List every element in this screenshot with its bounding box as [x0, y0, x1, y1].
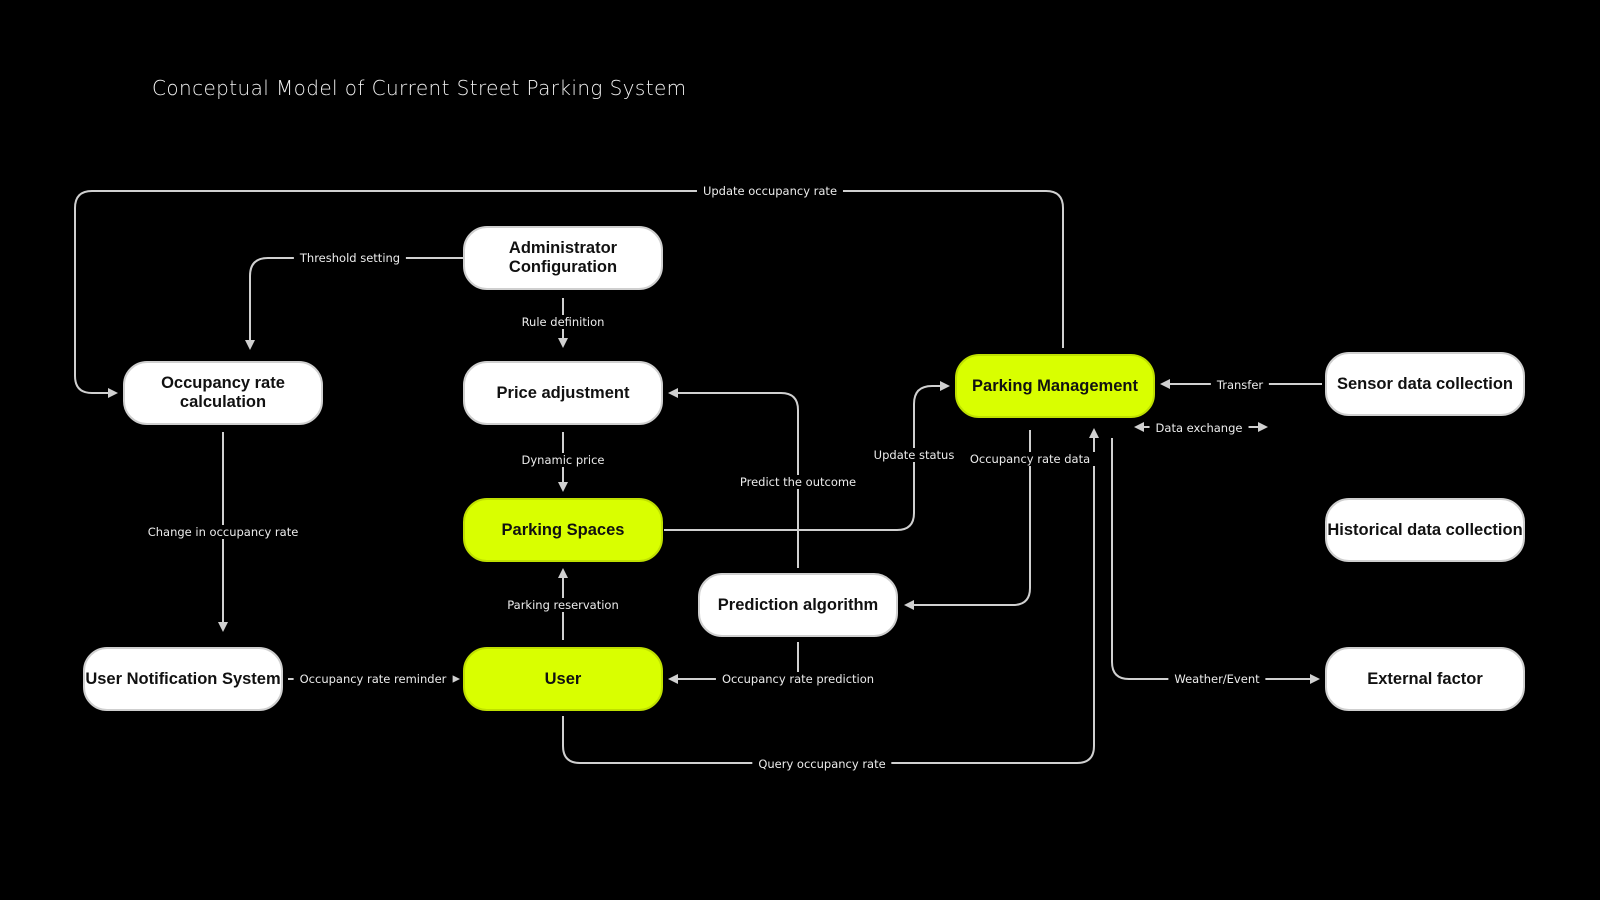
- node-external-factor[interactable]: External factor: [1325, 647, 1525, 711]
- node-historical-data-collection[interactable]: Historical data collection: [1325, 498, 1525, 562]
- label-dynamic-price: Dynamic price: [515, 453, 611, 467]
- edge-update-occupancy: [74, 190, 1064, 398]
- label-data-exchange: Data exchange: [1149, 421, 1249, 435]
- label-update-occupancy-rate: Update occupancy rate: [696, 184, 844, 198]
- diagram-title: Conceptual Model of Current Street Parki…: [152, 76, 687, 100]
- label-occupancy-rate-prediction: Occupancy rate prediction: [715, 672, 881, 686]
- node-sensor-data-collection[interactable]: Sensor data collection: [1325, 352, 1525, 416]
- edge-threshold: [245, 257, 463, 350]
- edge-occ-data: [904, 430, 1031, 610]
- node-parking-management[interactable]: Parking Management: [955, 354, 1155, 418]
- label-occupancy-rate-data: Occupancy rate data: [963, 452, 1097, 466]
- label-predict-the-outcome: Predict the outcome: [733, 475, 863, 489]
- node-parking-spaces[interactable]: Parking Spaces: [463, 498, 663, 562]
- edge-weather: [1111, 438, 1320, 684]
- label-query-occupancy-rate: Query occupancy rate: [752, 757, 892, 771]
- label-change-in-occupancy-rate: Change in occupancy rate: [141, 525, 305, 539]
- label-transfer: Transfer: [1210, 378, 1270, 392]
- node-occupancy-rate-calculation[interactable]: Occupancy rate calculation: [123, 361, 323, 425]
- node-administrator-configuration[interactable]: Administrator Configuration: [463, 226, 663, 290]
- label-parking-reservation: Parking reservation: [501, 598, 625, 612]
- label-weather-event: Weather/Event: [1168, 672, 1266, 686]
- label-threshold-setting: Threshold setting: [293, 251, 407, 265]
- node-price-adjustment[interactable]: Price adjustment: [463, 361, 663, 425]
- label-occupancy-rate-reminder: Occupancy rate reminder: [293, 672, 453, 686]
- node-user-notification-system[interactable]: User Notification System: [83, 647, 283, 711]
- node-prediction-algorithm[interactable]: Prediction algorithm: [698, 573, 898, 637]
- label-update-status: Update status: [867, 448, 961, 462]
- label-rule-definition: Rule definition: [515, 315, 611, 329]
- edge-predict-outcome: [668, 388, 799, 568]
- node-user[interactable]: User: [463, 647, 663, 711]
